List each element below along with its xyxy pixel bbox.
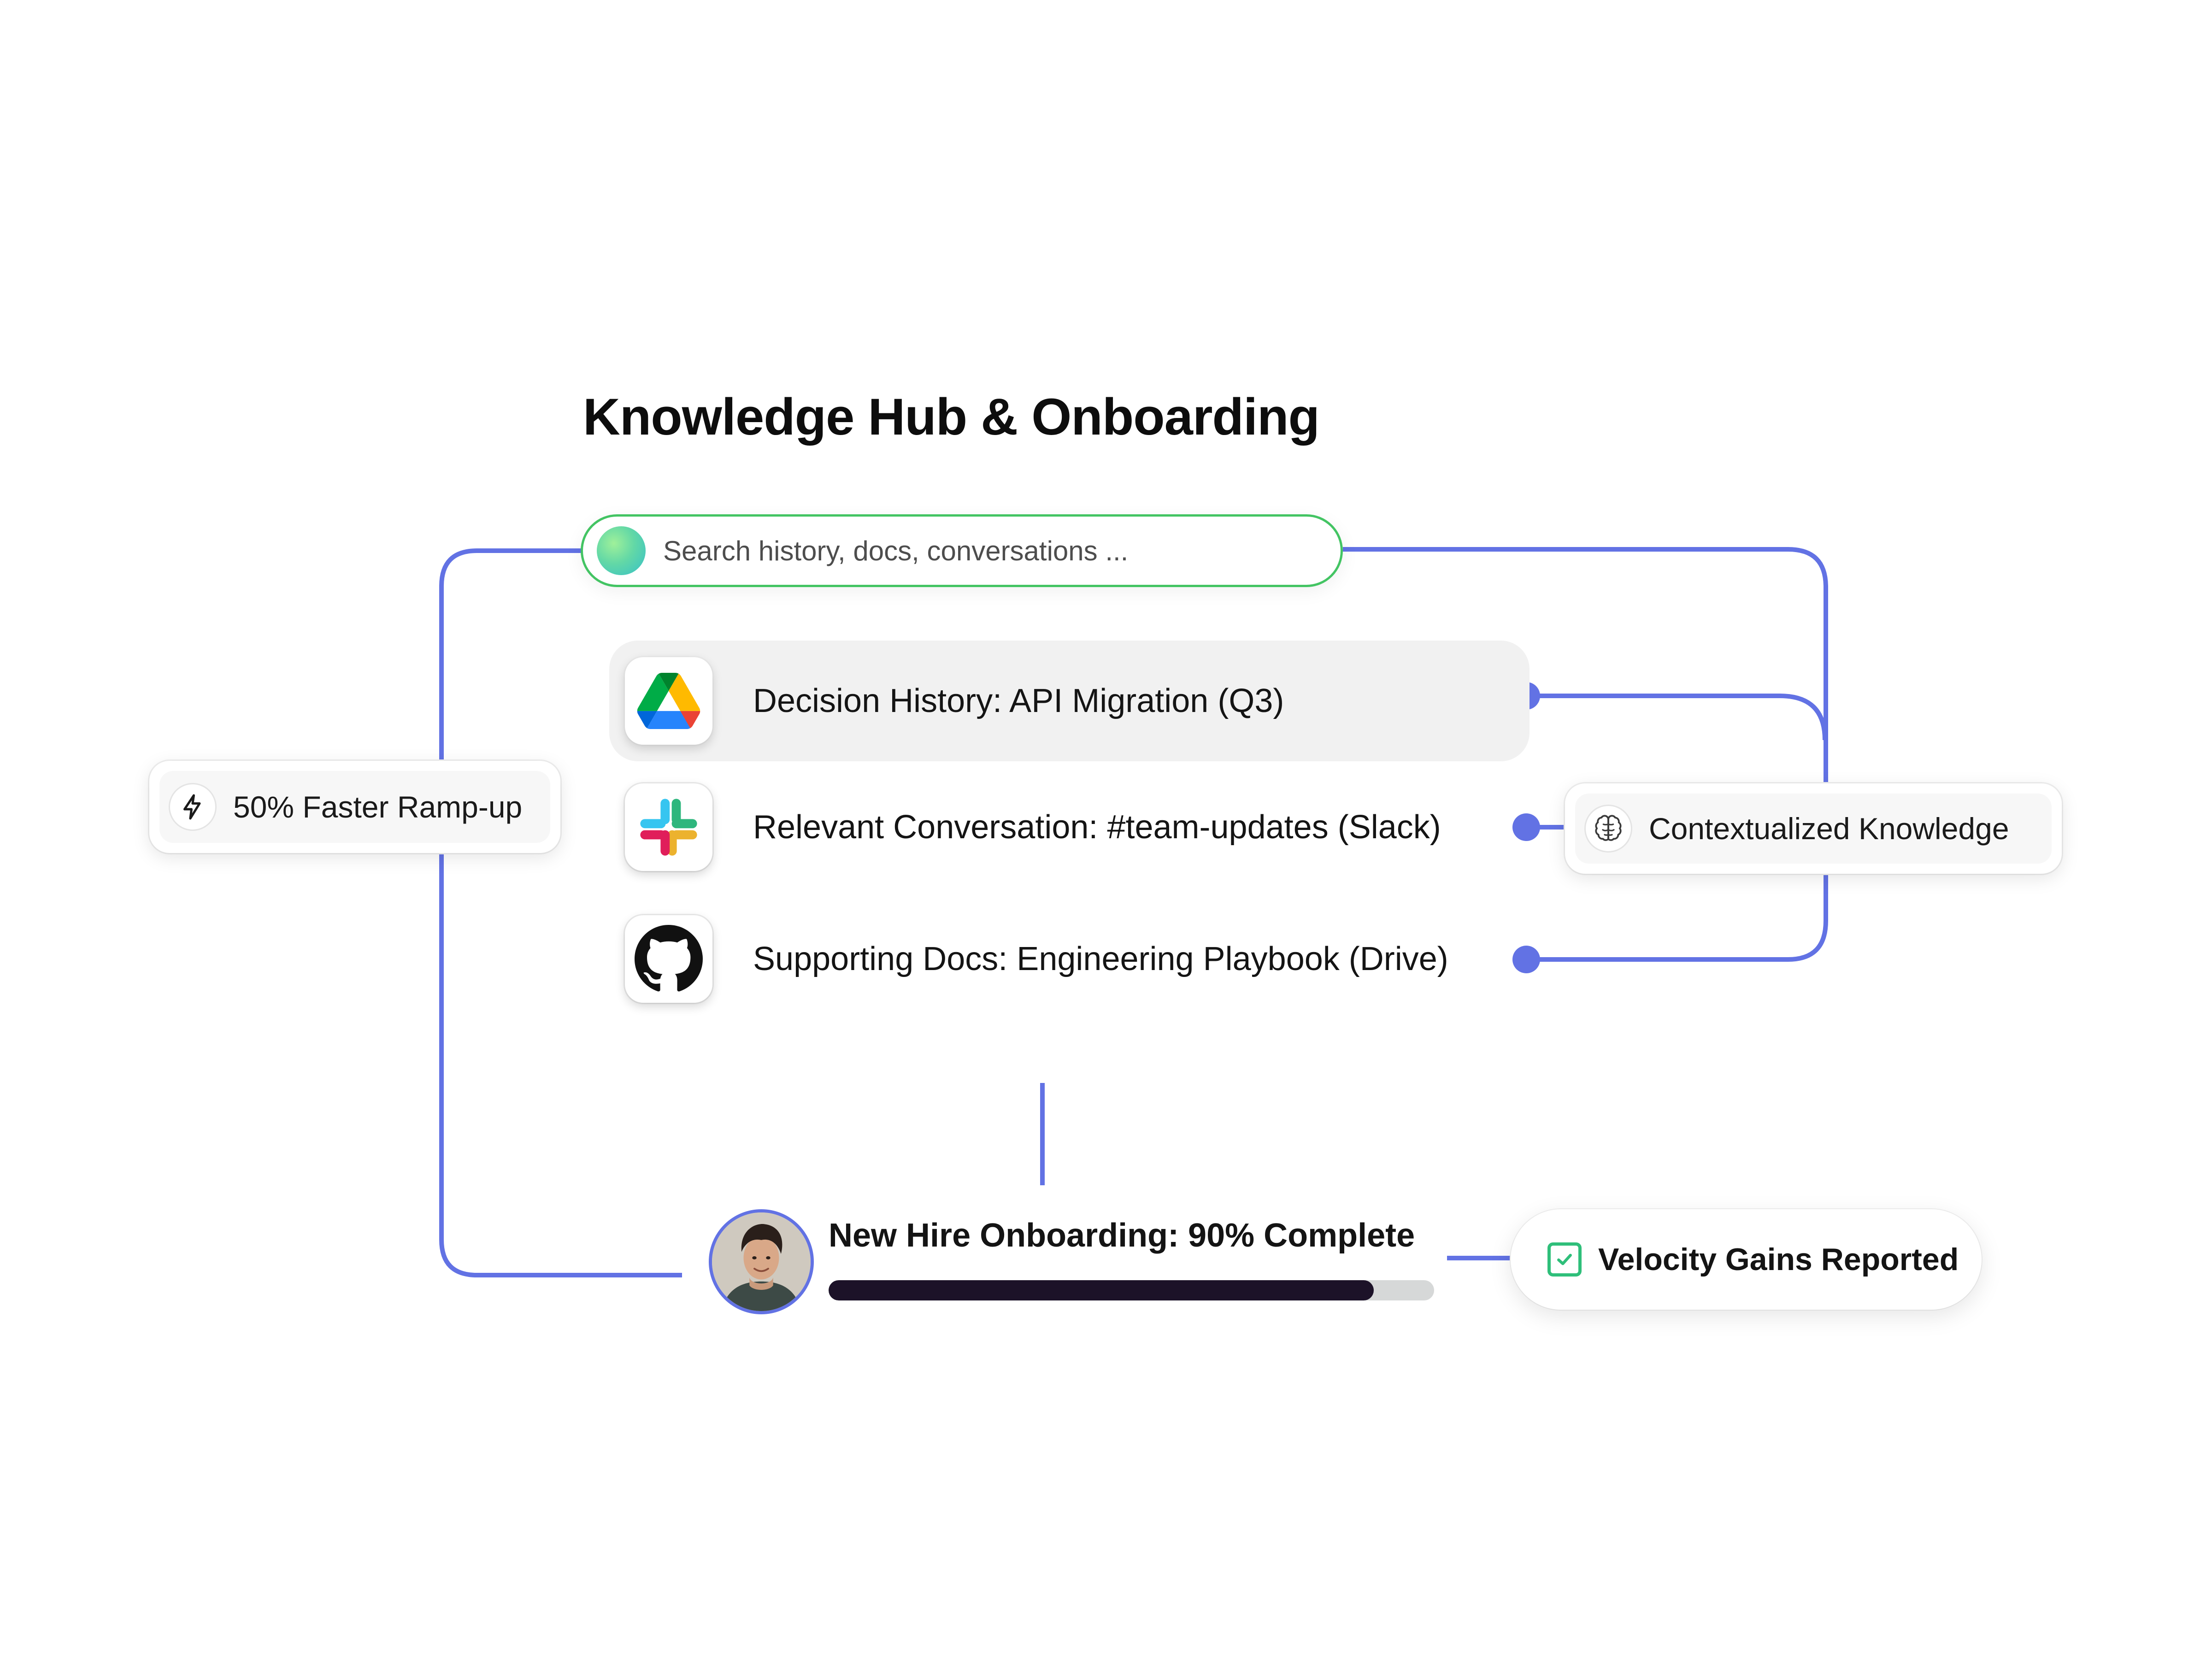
result-row-supporting-docs[interactable]: Supporting Docs: Engineering Playbook (D… (609, 899, 1530, 1019)
ramp-up-label: 50% Faster Ramp-up (233, 790, 523, 824)
github-logo (635, 925, 703, 992)
velocity-gains-chip: Velocity Gains Reported (1511, 1209, 1982, 1310)
result-label: Relevant Conversation: #team-updates (Sl… (753, 809, 1441, 846)
slack-icon (625, 783, 712, 871)
page-title: Knowledge Hub & Onboarding (583, 388, 1320, 446)
person-avatar (709, 1209, 814, 1314)
connector-left-loop (439, 548, 682, 1277)
search-orb-icon (597, 526, 646, 575)
result-label: Decision History: API Migration (Q3) (753, 682, 1284, 719)
search-input[interactable]: Search history, docs, conversations ... (663, 535, 1129, 566)
result-row-decision-history[interactable]: Decision History: API Migration (Q3) (609, 641, 1530, 761)
contextualized-knowledge-chip: Contextualized Knowledge (1565, 783, 2062, 874)
connector-decision (1526, 694, 1827, 741)
google-drive-logo (637, 673, 700, 729)
google-drive-icon (625, 657, 712, 745)
onboarding-status-label: New Hire Onboarding: 90% Complete (829, 1217, 1415, 1254)
brain-icon (1584, 805, 1632, 853)
result-label: Supporting Docs: Engineering Playbook (D… (753, 941, 1448, 977)
connector-dot-conversation (1512, 813, 1540, 841)
onboarding-progress-bar (829, 1280, 1434, 1300)
contextualized-knowledge-label: Contextualized Knowledge (1649, 812, 2009, 846)
checkbox-checked-icon (1547, 1242, 1582, 1277)
onboarding-progress-fill (829, 1280, 1374, 1300)
slack-logo (640, 799, 697, 856)
connector-dot-docs (1512, 946, 1540, 973)
connector-right-loop (1343, 547, 1828, 962)
search-bar[interactable]: Search history, docs, conversations ... (581, 514, 1343, 587)
ramp-up-chip: 50% Faster Ramp-up (149, 761, 560, 853)
lightning-bolt-icon (169, 783, 217, 831)
velocity-gains-label: Velocity Gains Reported (1598, 1242, 1959, 1277)
github-icon (625, 915, 712, 1003)
result-row-relevant-conversation[interactable]: Relevant Conversation: #team-updates (Sl… (609, 767, 1530, 888)
